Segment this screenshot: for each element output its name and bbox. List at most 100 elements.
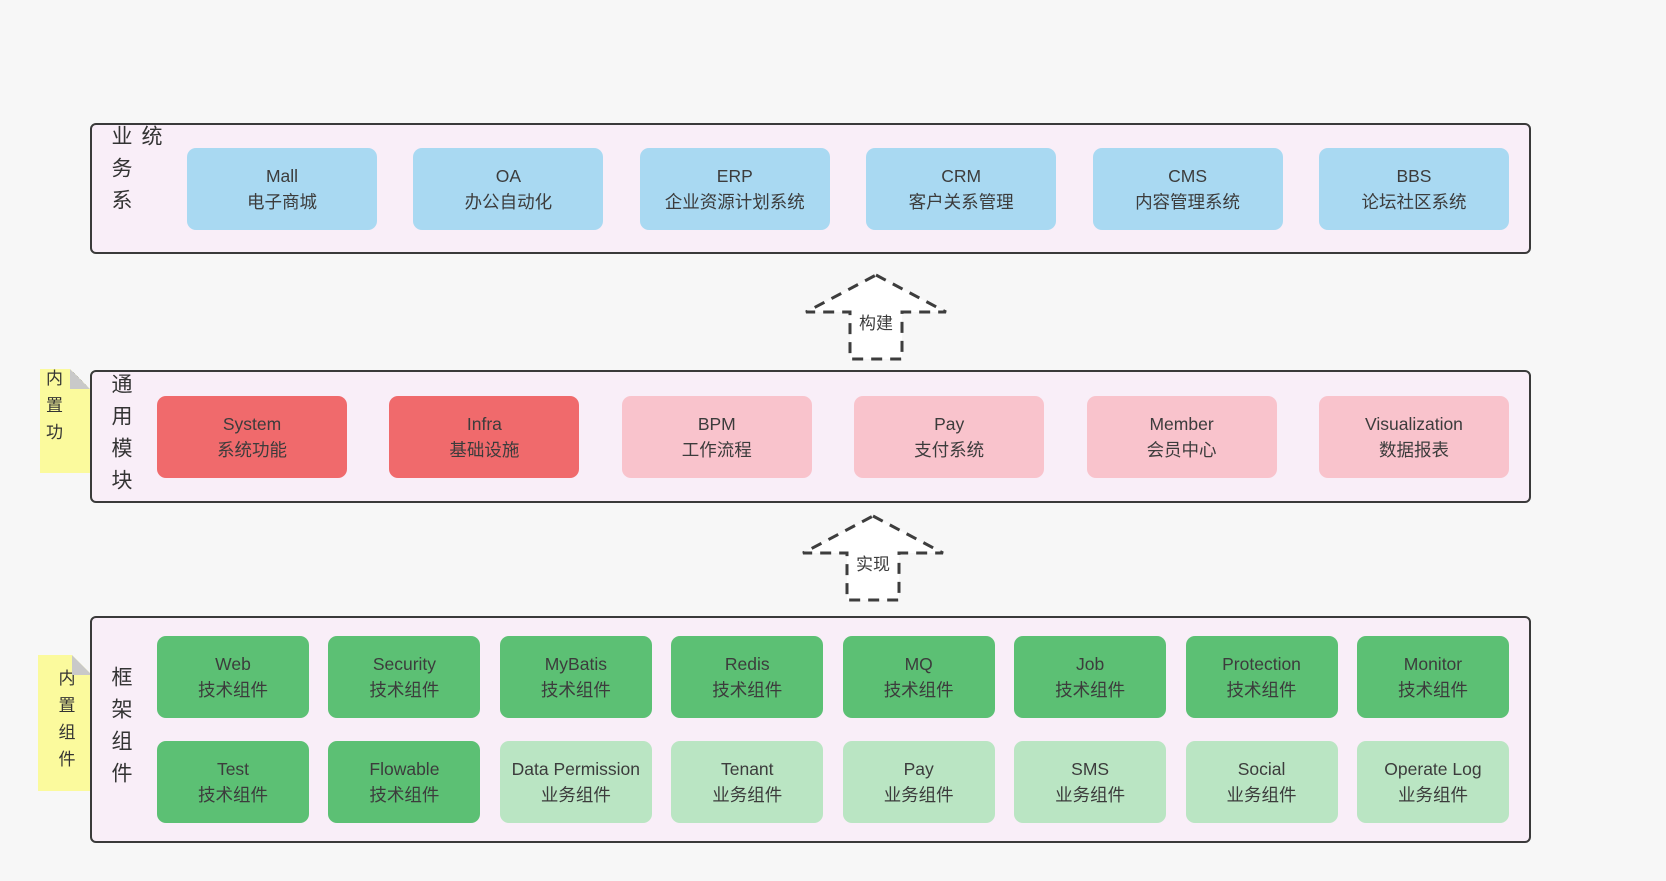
box-data-permission: Data Permission 业务组件: [499, 741, 652, 823]
box-subtitle: 工作流程: [681, 439, 752, 460]
box-crm: CRM 客户关系管理: [866, 147, 1057, 230]
arrow-build: 构建: [803, 271, 949, 363]
box-test: Test 技术组件: [157, 741, 309, 823]
box-subtitle: 会员中心: [1146, 439, 1217, 460]
box-mall: Mall 电子商城: [187, 147, 377, 230]
box-web: Web 技术组件: [157, 636, 309, 718]
box-subtitle: 客户关系管理: [908, 191, 1014, 212]
box-subtitle: 内容管理系统: [1135, 191, 1241, 212]
box-title: Operate Log: [1384, 759, 1482, 779]
box-subtitle: 业务组件: [1397, 785, 1468, 805]
sticky-note-label: 内置组件: [55, 669, 75, 777]
box-subtitle: 技术组件: [369, 680, 440, 700]
box-infra: Infra 基础设施: [389, 395, 580, 478]
box-member: Member 会员中心: [1086, 395, 1277, 478]
box-title: Data Permission: [511, 759, 641, 779]
box-subtitle: 支付系统: [914, 439, 985, 460]
box-subtitle: 技术组件: [1397, 680, 1468, 700]
box-oa: OA 办公自动化: [413, 147, 604, 230]
box-subtitle: 技术组件: [198, 680, 268, 700]
box-title: Infra: [466, 413, 502, 434]
box-title: BPM: [697, 413, 736, 434]
folded-corner-icon: [70, 369, 90, 389]
box-security: Security 技术组件: [328, 636, 481, 718]
box-title: Tenant: [720, 759, 774, 779]
box-bbs: BBS 论坛社区系统: [1318, 147, 1509, 230]
box-subtitle: 技术组件: [712, 680, 783, 700]
box-pay: Pay 支付系统: [854, 395, 1045, 478]
box-mq: MQ 技术组件: [842, 636, 995, 718]
box-title: Pay: [934, 413, 965, 434]
box-subtitle: 技术组件: [540, 680, 611, 700]
box-title: MQ: [904, 654, 933, 674]
box-title: Job: [1076, 654, 1105, 674]
box-title: BBS: [1396, 165, 1432, 186]
box-job: Job 技术组件: [1014, 636, 1167, 718]
arrow-implement: 实现: [800, 512, 946, 604]
box-title: CMS: [1168, 165, 1207, 186]
box-title: System: [222, 413, 282, 434]
box-title: Monitor: [1403, 654, 1463, 674]
box-subtitle: 业务组件: [540, 785, 611, 805]
box-title: CRM: [941, 165, 982, 186]
box-operate-log: Operate Log 业务组件: [1356, 741, 1509, 823]
box-subtitle: 业务组件: [883, 785, 954, 805]
box-title: SMS: [1071, 759, 1110, 779]
box-bpm: BPM 工作流程: [621, 395, 812, 478]
box-title: OA: [495, 165, 522, 186]
box-subtitle: 技术组件: [1055, 680, 1126, 700]
box-subtitle: 论坛社区系统: [1361, 191, 1467, 212]
box-social: Social 业务组件: [1185, 741, 1338, 823]
band-framework-components-label: 框架组件: [109, 665, 132, 794]
box-redis: Redis 技术组件: [671, 636, 824, 718]
band-business-systems-label: 业务系统: [109, 125, 162, 221]
box-cms: CMS 内容管理系统: [1092, 147, 1283, 230]
box-mybatis: MyBatis 技术组件: [499, 636, 652, 718]
box-subtitle: 技术组件: [1226, 680, 1297, 700]
box-title: Redis: [724, 654, 770, 674]
box-subtitle: 业务组件: [712, 785, 783, 805]
box-title: Member: [1149, 413, 1214, 434]
box-subtitle: 技术组件: [198, 785, 268, 805]
box-subtitle: 技术组件: [369, 785, 440, 805]
box-protection: Protection 技术组件: [1185, 636, 1338, 718]
box-subtitle: 办公自动化: [464, 191, 553, 212]
box-tenant: Tenant 业务组件: [671, 741, 824, 823]
box-title: Social: [1237, 759, 1286, 779]
box-title: Test: [216, 759, 250, 779]
arrow-build-label: 构建: [857, 313, 895, 335]
box-title: Pay: [903, 759, 934, 779]
box-subtitle: 电子商城: [247, 191, 317, 212]
box-title: Protection: [1222, 654, 1301, 674]
box-title: ERP: [716, 165, 753, 186]
box-subtitle: 技术组件: [883, 680, 954, 700]
box-subtitle: 基础设施: [449, 439, 520, 460]
box-title: Visualization: [1364, 413, 1463, 434]
box-subtitle: 业务组件: [1226, 785, 1297, 805]
box-title: MyBatis: [544, 654, 607, 674]
sticky-note-builtin-features: 内置功能: [40, 369, 90, 473]
folded-corner-icon: [72, 655, 92, 675]
box-subtitle: 数据报表: [1378, 439, 1449, 460]
box-visualization: Visualization 数据报表: [1318, 395, 1509, 478]
box-pay: Pay 业务组件: [842, 741, 995, 823]
box-subtitle: 业务组件: [1055, 785, 1126, 805]
arrow-implement-label: 实现: [854, 554, 892, 576]
box-sms: SMS 业务组件: [1014, 741, 1167, 823]
box-title: Web: [215, 654, 251, 674]
box-title: Security: [372, 654, 437, 674]
box-title: Mall: [265, 165, 299, 186]
band-common-modules-label: 通用模块: [109, 372, 132, 501]
